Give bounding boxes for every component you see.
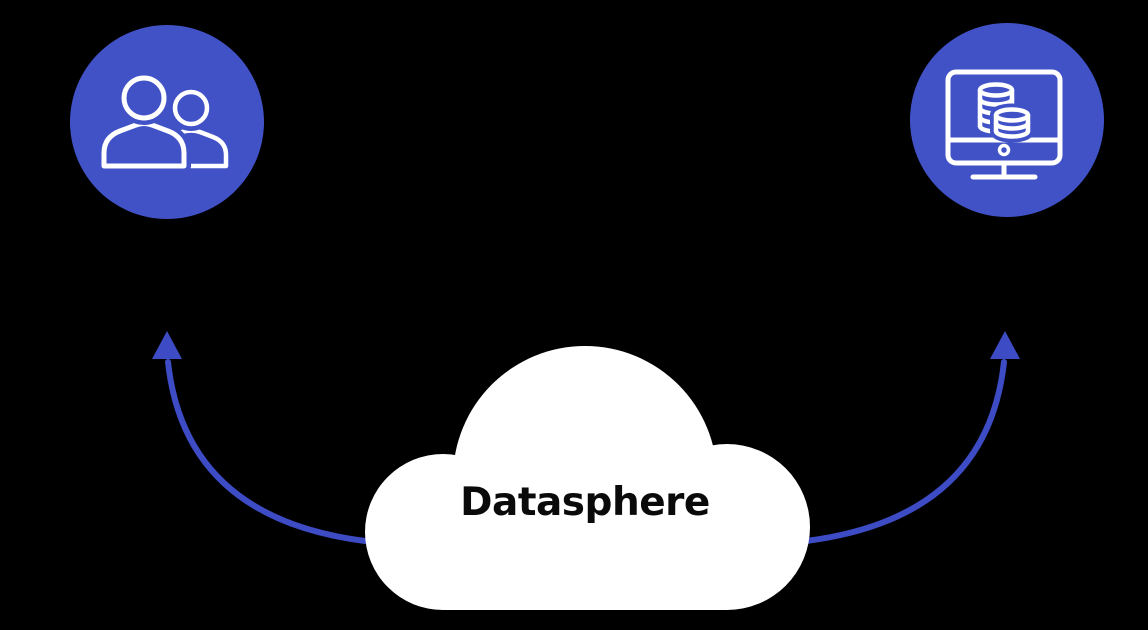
tall-stack-top-coin (977, 82, 1015, 98)
monitor-power-dot (997, 143, 1011, 157)
front-person-head (121, 75, 167, 121)
cloud-base (443, 540, 727, 610)
short-stack-top-coin (993, 107, 1031, 123)
monitor-coins-icon (945, 69, 1063, 180)
users-icon (97, 71, 229, 173)
short-stack-coin-edges (993, 120, 1031, 139)
short-stack-knockout (990, 103, 1034, 143)
users-badge (70, 25, 264, 219)
monitor-coins-badge (910, 23, 1104, 217)
cloud-label: Datasphere (460, 480, 710, 525)
arrow-right-line (803, 359, 1007, 544)
back-person-head (172, 89, 210, 127)
arrow-cloud-to-monitor (803, 331, 1020, 544)
users-badge-circle (70, 25, 264, 219)
arrow-left-line (165, 359, 368, 544)
cloud-shape (365, 346, 810, 610)
arrow-right-head-icon (990, 331, 1020, 359)
arrow-cloud-to-users (152, 331, 368, 544)
short-coin-stack (990, 103, 1034, 143)
arrow-left-head-icon (152, 331, 182, 359)
